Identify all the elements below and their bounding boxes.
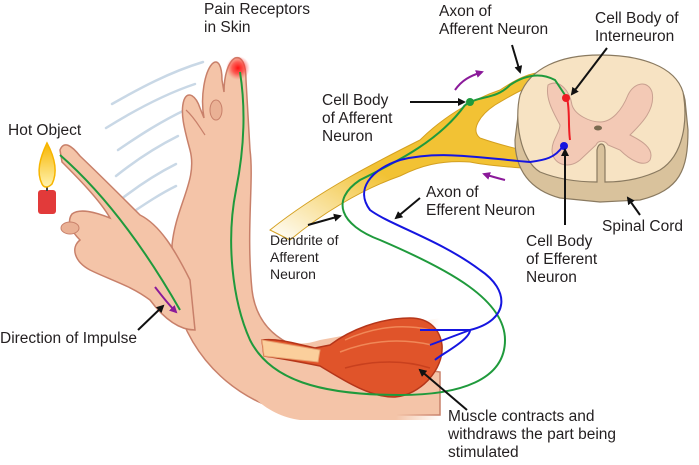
afferent-neuron bbox=[59, 71, 566, 397]
pain-receptor-glow bbox=[226, 56, 250, 80]
label-cell-body-afferent: Cell Body of Afferent Neuron bbox=[322, 92, 393, 145]
efferent-neuron bbox=[363, 145, 564, 361]
label-pointers bbox=[137, 44, 641, 411]
efferent-cell-body bbox=[560, 142, 568, 150]
hot-object-candle bbox=[38, 141, 56, 214]
label-cell-body-interneuron: Cell Body of Interneuron bbox=[595, 10, 679, 45]
label-pain-receptors: Pain Receptors in Skin bbox=[204, 1, 310, 36]
label-dendrite-afferent: Dendrite of Afferent Neuron bbox=[270, 232, 339, 282]
spinal-nerve bbox=[269, 71, 551, 241]
interneuron-cell-body bbox=[562, 94, 570, 102]
label-axon-efferent: Axon of Efferent Neuron bbox=[426, 184, 536, 219]
afferent-cell-body bbox=[466, 98, 474, 106]
label-axon-afferent: Axon of Afferent Neuron bbox=[439, 3, 549, 38]
label-cell-body-efferent: Cell Body of Efferent Neuron bbox=[526, 233, 598, 286]
reaching-hand bbox=[59, 144, 196, 331]
muscle bbox=[261, 317, 443, 398]
label-hot-object: Hot Object bbox=[8, 122, 82, 139]
label-spinal-cord: Spinal Cord bbox=[602, 218, 683, 235]
label-direction-impulse: Direction of Impulse bbox=[0, 330, 137, 347]
spinal-cord bbox=[514, 54, 689, 203]
label-muscle-contracts: Muscle contracts and withdraws the part … bbox=[448, 408, 617, 461]
impulse-arrows bbox=[154, 70, 506, 314]
